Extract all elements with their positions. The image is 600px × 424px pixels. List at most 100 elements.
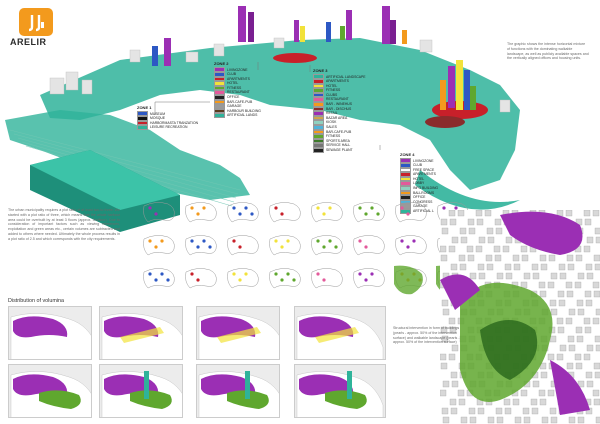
function-diagram xyxy=(394,265,423,295)
legend-swatch xyxy=(214,85,225,91)
legend-label: MUSEUM xyxy=(150,111,166,116)
legend-label: ARTIFICIAL L xyxy=(413,209,434,214)
logo-text: ARELIR xyxy=(10,37,47,47)
function-diagram xyxy=(269,202,301,223)
legend-swatch xyxy=(313,111,324,116)
harbour-building xyxy=(425,116,465,128)
waterfront-platform xyxy=(40,38,520,190)
function-diagram xyxy=(185,235,217,256)
zone2-legend-item: HARBOUR BUILDING xyxy=(214,108,284,114)
legend-label: SPORTS AREA xyxy=(326,138,350,143)
function-diagram xyxy=(227,202,259,223)
legend-swatch xyxy=(313,101,324,107)
logo-glyph-icon xyxy=(23,12,49,32)
legend-label: CLUBS xyxy=(326,92,338,97)
legend-label: APARTMENTS xyxy=(227,76,250,81)
zone3-legend-item: BAR-CAFE-PUB xyxy=(313,129,383,135)
zone2-legend-item: FITNESS xyxy=(214,85,284,91)
legend-label: FREE SPACE xyxy=(413,167,435,172)
legend-swatch xyxy=(313,120,324,125)
legend-label: HARBORMASTA TRANZATION xyxy=(150,120,199,125)
zone3-legend-item: SPORTS AREA xyxy=(313,138,383,144)
function-diagram xyxy=(311,268,343,289)
function-diagram xyxy=(143,268,175,289)
function-diagram xyxy=(269,268,301,289)
zone4-legend-item: CONGRESS xyxy=(400,199,470,205)
zone3-legend-item: FITNESS xyxy=(313,134,383,139)
function-diagram xyxy=(269,235,301,256)
tower-cluster-east xyxy=(440,60,476,110)
aerial-site-map xyxy=(440,210,600,424)
zone2-legend-item: GARAGE xyxy=(214,104,284,109)
function-diagram xyxy=(395,235,427,256)
legend-label: RESTAURANT xyxy=(326,97,349,102)
legend-label: FITNESS xyxy=(227,85,242,90)
legend-swatch xyxy=(313,79,324,84)
distribution-thumbnail xyxy=(8,364,92,418)
legend-label: BALLROOMS xyxy=(413,190,435,195)
zone3-legend-item: ARTIFICIAL LANDSCAPE xyxy=(313,74,383,79)
legend-label: RETAIL xyxy=(326,111,338,116)
legend-label: FITNESS xyxy=(326,134,341,139)
legend-label: APARTMENTS xyxy=(326,79,349,84)
zone1-title: ZONE 1 xyxy=(137,105,152,110)
legend-label: BAR - WINEHUS xyxy=(326,102,352,107)
zone4-legend-item: HOTEL xyxy=(400,176,470,182)
promenade xyxy=(415,170,520,210)
legend-swatch xyxy=(137,111,148,116)
harbour-landscape xyxy=(5,110,250,200)
zone3-legend-item: FITNESS xyxy=(313,88,383,93)
legend-swatch xyxy=(214,104,225,109)
zone2-legend-item: OFFICE xyxy=(214,94,284,100)
legend-label: LOBBY xyxy=(413,181,425,186)
legend-swatch xyxy=(313,129,324,135)
zone4-legend-item: LOBBY xyxy=(400,181,470,186)
zone3-legend-item: KIOSK xyxy=(313,120,383,125)
function-diagram xyxy=(395,202,427,223)
legend-swatch xyxy=(214,94,225,100)
legend-swatch xyxy=(313,106,324,112)
legend-swatch xyxy=(313,138,324,144)
function-diagram xyxy=(227,268,259,289)
legend-swatch xyxy=(313,134,324,139)
legend-label: APARTMENTS xyxy=(413,172,436,177)
legend-swatch xyxy=(214,72,225,77)
function-diagram xyxy=(311,235,343,256)
zone3-legend-item: SALES xyxy=(313,124,383,130)
zone2-legend-item: ARTIFICIAL LANDS xyxy=(214,113,284,118)
zone3-legend-item: BAR - DISCHUS xyxy=(313,106,383,112)
zone4-legend-item: LIVINGZONE xyxy=(400,158,470,163)
zone1-legend-item: MUSEUM xyxy=(137,111,217,116)
zone3-legend-item: RETAIL xyxy=(313,111,383,116)
zone3-legend-item: APARTMENTS xyxy=(313,79,383,84)
legend-label: FITNESS xyxy=(326,88,341,93)
legend-swatch xyxy=(313,92,324,98)
existing-buildings xyxy=(49,37,511,113)
legend-label: OFFICE xyxy=(413,195,426,200)
legend-label: BAR-CAFE-PUB xyxy=(326,129,352,134)
distribution-thumbnail xyxy=(8,306,92,360)
legend-label: SALES xyxy=(326,125,337,130)
legend-swatch xyxy=(214,76,225,82)
zone3-legend-item: SEWAGE PLANT xyxy=(313,147,383,153)
legend-swatch xyxy=(214,113,225,118)
legend-swatch xyxy=(313,97,324,102)
distribution-thumbnail xyxy=(196,306,280,360)
legend-label: RESTAURANT xyxy=(227,90,250,95)
zone3-legend-item: RESTAURANT xyxy=(313,97,383,102)
zone2-legend-item: CLUB xyxy=(214,72,284,77)
legend-swatch xyxy=(313,74,324,79)
zone4-legend-item: GARAGE xyxy=(400,204,470,209)
legend-swatch xyxy=(214,99,225,105)
zone1-legend-item: LEISURE RECREATION xyxy=(137,125,217,130)
legend-label: INFO BUILDING xyxy=(413,186,439,191)
legend-swatch xyxy=(214,90,225,95)
zone2-legend-item: HOTEL xyxy=(214,81,284,86)
legend-swatch xyxy=(400,163,411,168)
legend-swatch xyxy=(313,83,324,89)
distribution-thumbnail xyxy=(99,306,183,360)
legend-label: OFFICE xyxy=(227,95,240,100)
distribution-title: Distribution of volumina xyxy=(8,298,65,304)
